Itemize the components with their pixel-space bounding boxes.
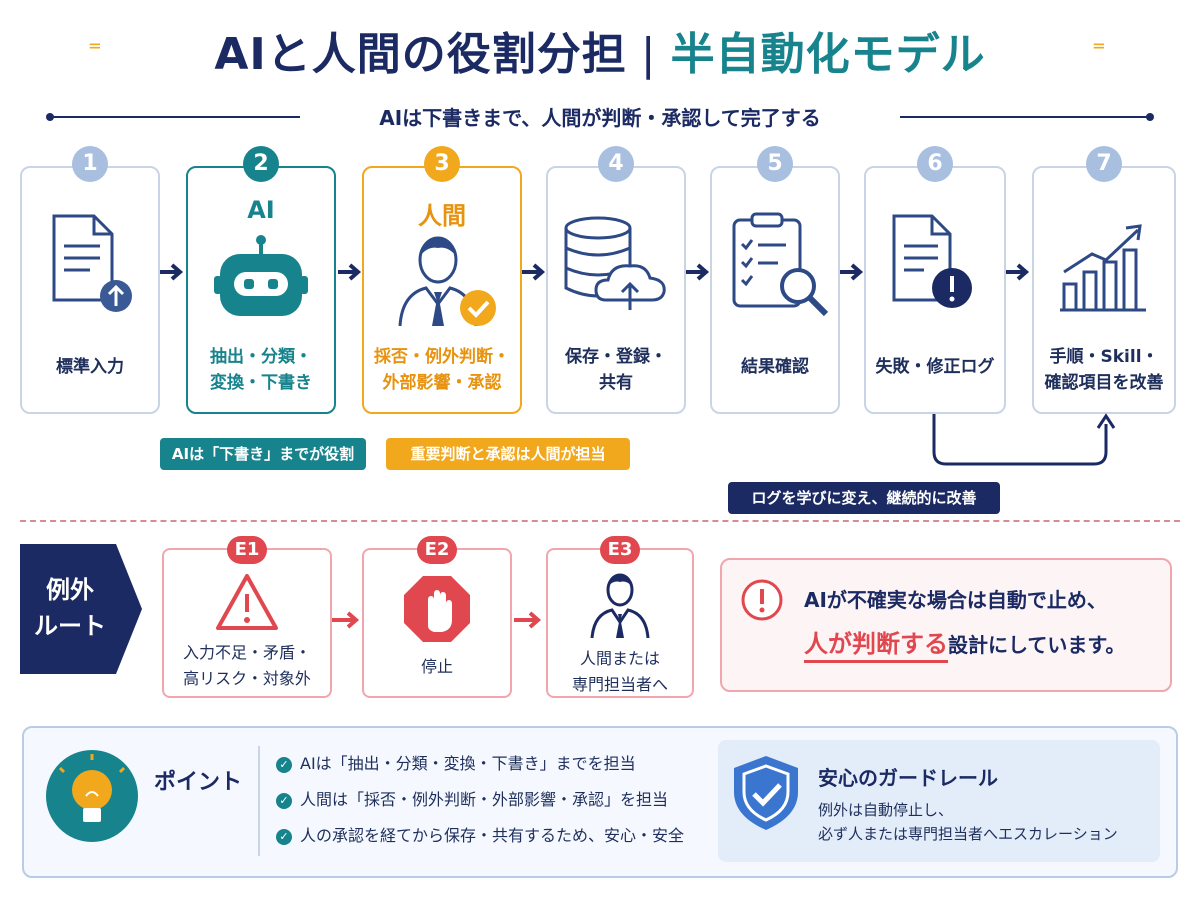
points-heading: ポイント [154, 770, 243, 795]
document-upload-icon [52, 214, 132, 312]
section-divider [20, 520, 1180, 522]
guardrail-heading: 安心のガードレール [818, 766, 998, 790]
check-icon: ✓ [276, 793, 292, 809]
points-divider [258, 746, 260, 856]
step-label-3: 採否・例外判断・外部影響・承認 [374, 347, 510, 393]
title-separator: | [640, 29, 657, 80]
flow-arrow [840, 263, 864, 281]
points-bullet: ✓AIは「抽出・分類・変換・下書き」までを担当 [276, 752, 684, 776]
exception-note-emphasis: 人が判断する [804, 630, 948, 663]
points-bullet: ✓人間は「採否・例外判断・外部影響・承認」を担当 [276, 788, 684, 812]
guardrail-text: 例外は自動停止し、必ず人または専門担当者へエスカレーション [818, 801, 1118, 843]
step-number: 1 [72, 146, 108, 182]
flow-arrow [522, 263, 546, 281]
step-label-2: 抽出・分類・変換・下書き [210, 347, 312, 393]
clipboard-search-icon [732, 212, 829, 317]
exception-number: E1 [227, 536, 267, 564]
exception-number: E3 [600, 536, 640, 564]
step-number: 5 [757, 146, 793, 182]
exception-note [720, 558, 1172, 692]
step-number: 3 [424, 146, 460, 182]
alert-circle-icon [741, 579, 783, 621]
exception-label-e2: 停止 [420, 657, 453, 676]
ai-role-tag: AIは「下書き」までが役割 [160, 438, 366, 470]
rule-dot-right [1146, 113, 1154, 121]
points-bullet: ✓人の承認を経てから保存・共有するため、安心・安全 [276, 824, 684, 848]
exception-arrow [332, 611, 360, 629]
exception-arrow [514, 611, 542, 629]
loop-tag: ログを学びに変え、継続的に改善 [728, 482, 1000, 514]
points-list: ✓AIは「抽出・分類・変換・下書き」までを担当 ✓人間は「採否・例外判断・外部影… [276, 752, 684, 848]
document-alert-icon [892, 214, 972, 308]
flow-arrow [160, 263, 184, 281]
step-label-7: 手順・Skill・確認項目を改善 [1044, 347, 1164, 393]
check-icon: ✓ [276, 757, 292, 773]
step-label-4: 保存・登録・共有 [565, 347, 667, 393]
exception-route-label: 例外ルート [34, 576, 106, 640]
step-label-6: 失敗・修正ログ [875, 357, 995, 377]
spark-right-icon: ⁼ [1092, 36, 1106, 66]
exception-route-banner [20, 544, 142, 674]
title-part1: AIと人間の役割分担 [214, 29, 627, 80]
page-title: AIと人間の役割分担 | 半自動化モデル [0, 18, 1200, 82]
role-label-human: 人間 [418, 202, 466, 230]
exception-note-line2: 人が判断する設計にしています。 [804, 624, 1125, 663]
flow-arrow [338, 263, 362, 281]
human-role-tag: 重要判断と承認は人間が担当 [386, 438, 630, 470]
step-number: 4 [598, 146, 634, 182]
feedback-loop-arrow [932, 413, 1116, 466]
exception-label-e3: 人間または専門担当者へ [571, 649, 668, 694]
step-label-5: 結果確認 [741, 357, 809, 377]
rule-dot-left [46, 113, 54, 121]
shield-check-icon [734, 756, 798, 830]
spark-left-icon: ⁼ [88, 36, 102, 66]
subtitle: AIは下書きまで、人間が判断・承認して完了する [300, 100, 900, 133]
step-number: 2 [243, 146, 279, 182]
stop-hand-icon [404, 576, 470, 642]
flow-arrow [686, 263, 710, 281]
check-icon: ✓ [276, 829, 292, 845]
role-label-ai: AI [247, 196, 275, 224]
flow-arrow [1006, 263, 1030, 281]
person-check-icon [398, 236, 496, 327]
person-icon [590, 573, 650, 639]
step-label-1: 標準入力 [56, 357, 124, 377]
warning-triangle-icon [216, 574, 278, 630]
lightbulb-icon [46, 750, 138, 842]
exception-label-e1: 入力不足・矛盾・高リスク・対象外 [182, 643, 311, 688]
growth-chart-icon [1060, 224, 1146, 312]
step-number: 6 [917, 146, 953, 182]
robot-icon [214, 235, 308, 316]
title-part2: 半自動化モデル [670, 29, 986, 80]
exception-note-line1: AIが不確実な場合は自動で止め、 [804, 588, 1107, 612]
step-number: 7 [1086, 146, 1122, 182]
database-cloud-icon [564, 216, 666, 310]
exception-number: E2 [417, 536, 457, 564]
